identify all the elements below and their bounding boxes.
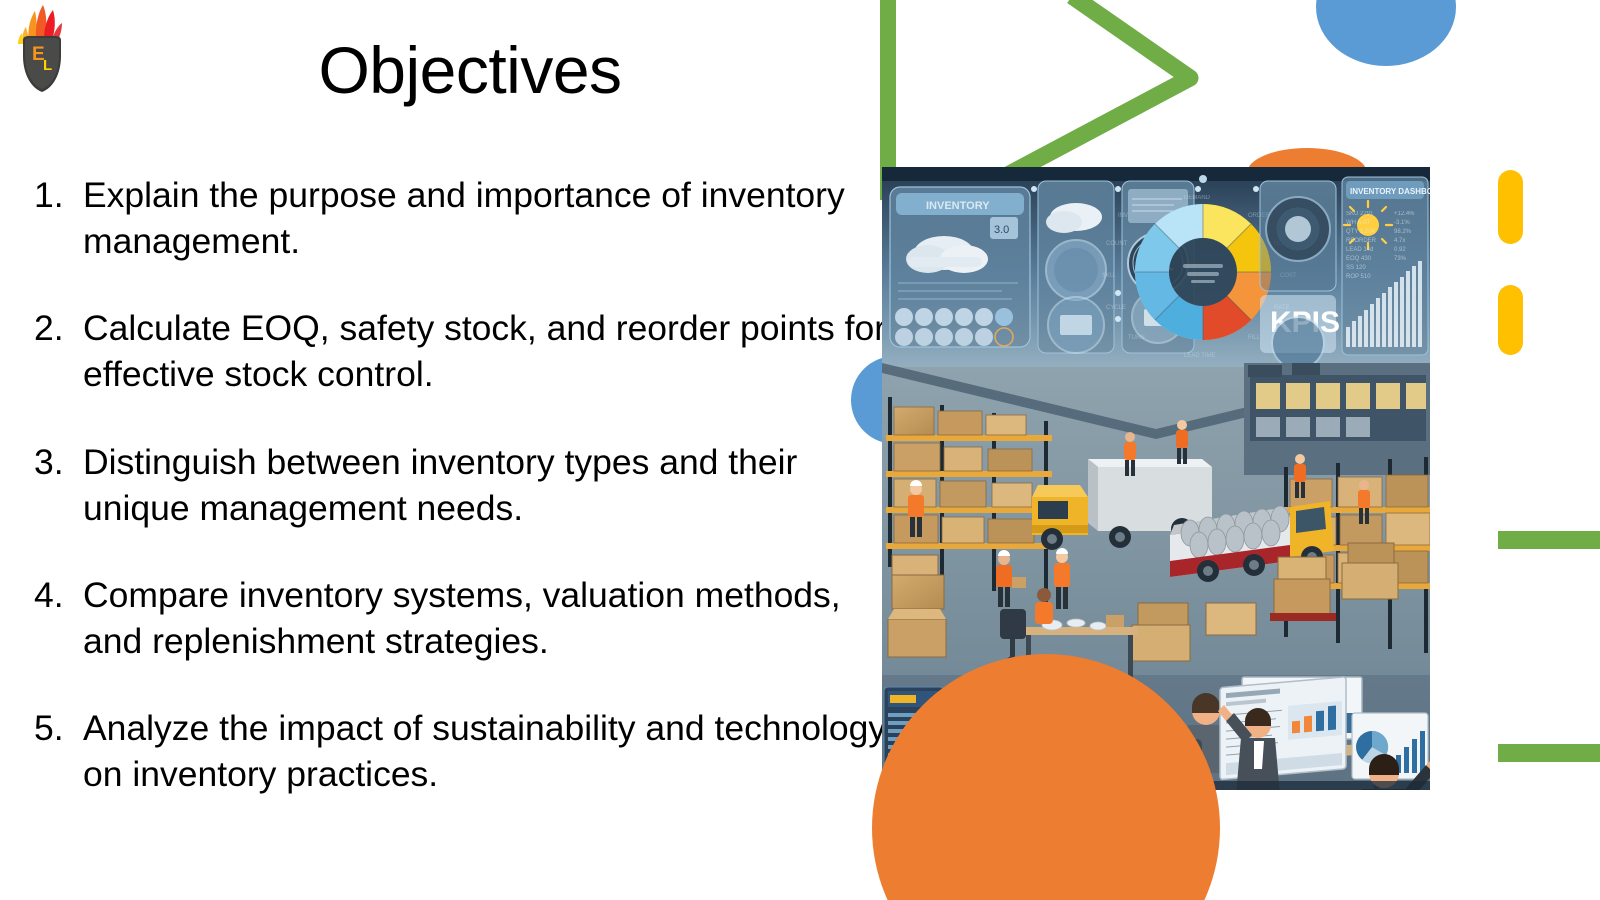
e-l-flame-logo: E L <box>10 2 72 94</box>
svg-text:SS 120: SS 120 <box>1346 265 1366 271</box>
page-title: Objectives <box>318 33 622 107</box>
svg-text:+12.4%: +12.4% <box>1394 211 1415 217</box>
list-item: 1. Explain the purpose and importance of… <box>34 172 889 264</box>
list-item-number: 5. <box>34 708 64 749</box>
green-bar-decoration <box>1498 531 1600 549</box>
svg-text:WH A-07: WH A-07 <box>1346 220 1371 226</box>
svg-text:COUNT: COUNT <box>1106 241 1128 247</box>
green-bar-decoration <box>1498 744 1600 762</box>
svg-text:SKU 2291: SKU 2291 <box>1346 211 1374 217</box>
svg-text:-3.1%: -3.1% <box>1394 220 1410 226</box>
svg-text:QTY 1,204: QTY 1,204 <box>1346 229 1376 235</box>
svg-text:E: E <box>32 44 45 65</box>
svg-text:0.92: 0.92 <box>1394 247 1406 253</box>
svg-text:73%: 73% <box>1394 256 1407 262</box>
list-item-text: Compare inventory systems, valuation met… <box>83 574 841 661</box>
svg-text:INV: INV <box>1118 213 1128 219</box>
svg-text:4.7x: 4.7x <box>1394 238 1405 244</box>
svg-text:SKU: SKU <box>1102 273 1114 279</box>
list-item-text: Analyze the impact of sustainability and… <box>83 708 887 795</box>
svg-text:TURN: TURN <box>1128 335 1145 341</box>
svg-text:FILL: FILL <box>1248 335 1261 341</box>
list-item-number: 2. <box>34 308 64 349</box>
list-item: 3. Distinguish between inventory types a… <box>34 439 889 531</box>
svg-text:ROP 510: ROP 510 <box>1346 274 1371 280</box>
svg-text:3.0: 3.0 <box>994 224 1009 236</box>
svg-text:LEAD TIME: LEAD TIME <box>1184 353 1216 359</box>
list-item-text: Calculate EOQ, safety stock, and reorder… <box>83 308 887 395</box>
list-item-text: Distinguish between inventory types and … <box>83 441 798 528</box>
svg-text:INVENTORY: INVENTORY <box>926 200 990 212</box>
svg-text:L: L <box>43 57 52 74</box>
list-item: 4. Compare inventory systems, valuation … <box>34 572 889 664</box>
svg-text:DEMAND: DEMAND <box>1184 195 1211 201</box>
list-item-number: 4. <box>34 574 64 615</box>
svg-text:ORDER: ORDER <box>1248 213 1270 219</box>
svg-text:CYCLE: CYCLE <box>1106 305 1126 311</box>
svg-text:EOQ 430: EOQ 430 <box>1346 256 1372 262</box>
svg-text:LEAD 14d: LEAD 14d <box>1346 247 1373 253</box>
list-item-text: Explain the purpose and importance of in… <box>83 175 845 262</box>
svg-text:INVENTORY DASHBOARD: INVENTORY DASHBOARD <box>1350 187 1430 196</box>
svg-text:98.2%: 98.2% <box>1394 229 1412 235</box>
list-item: 2. Calculate EOQ, safety stock, and reor… <box>34 305 889 397</box>
blue-oval-decoration <box>1316 0 1456 66</box>
list-item: 5. Analyze the impact of sustainability … <box>34 705 889 797</box>
objectives-list: 1. Explain the purpose and importance of… <box>34 172 889 797</box>
yellow-pill-decoration <box>1498 170 1523 244</box>
yellow-pill-decoration <box>1498 285 1523 355</box>
list-item-number: 1. <box>34 175 64 215</box>
list-item-number: 3. <box>34 441 64 482</box>
svg-text:REORDER: REORDER <box>1346 238 1377 244</box>
